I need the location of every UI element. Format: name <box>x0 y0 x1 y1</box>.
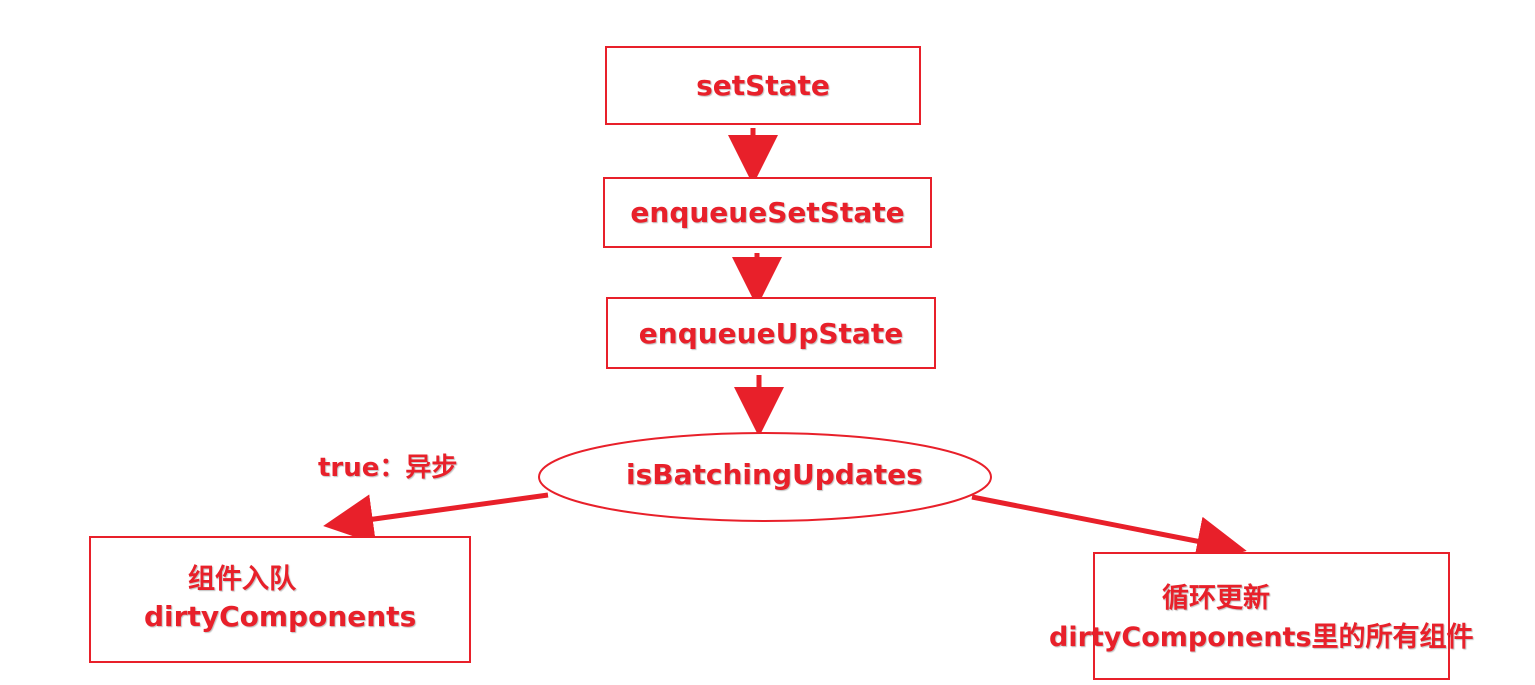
node-is-batching-updates-label: isBatchingUpdates <box>626 458 923 491</box>
node-enqueue-component-line1: 组件入队 <box>188 564 296 595</box>
node-enqueue-set-state-label: enqueueSetState <box>630 196 905 229</box>
node-enqueue-component-box <box>89 536 471 663</box>
node-enqueue-up-state: enqueueUpState <box>606 297 936 369</box>
edge-label-true-branch: true：异步 <box>318 453 458 483</box>
node-enqueue-set-state: enqueueSetState <box>603 177 932 248</box>
node-enqueue-component-line2: dirtyComponents <box>144 600 417 633</box>
node-loop-update-line1: 循环更新 <box>1162 583 1270 614</box>
arrow-isbatchingupdates-to-left-box <box>323 492 549 544</box>
decision-ellipse-outline <box>538 432 992 522</box>
arrow-isbatchingupdates-to-right-box <box>971 494 1247 566</box>
node-loop-update-box <box>1093 552 1450 680</box>
node-enqueue-up-state-label: enqueueUpState <box>638 316 904 350</box>
node-setstate: setState <box>605 46 921 125</box>
node-loop-update-line2: dirtyComponents里的所有组件 <box>1049 622 1474 653</box>
node-setstate-label: setState <box>696 69 830 102</box>
